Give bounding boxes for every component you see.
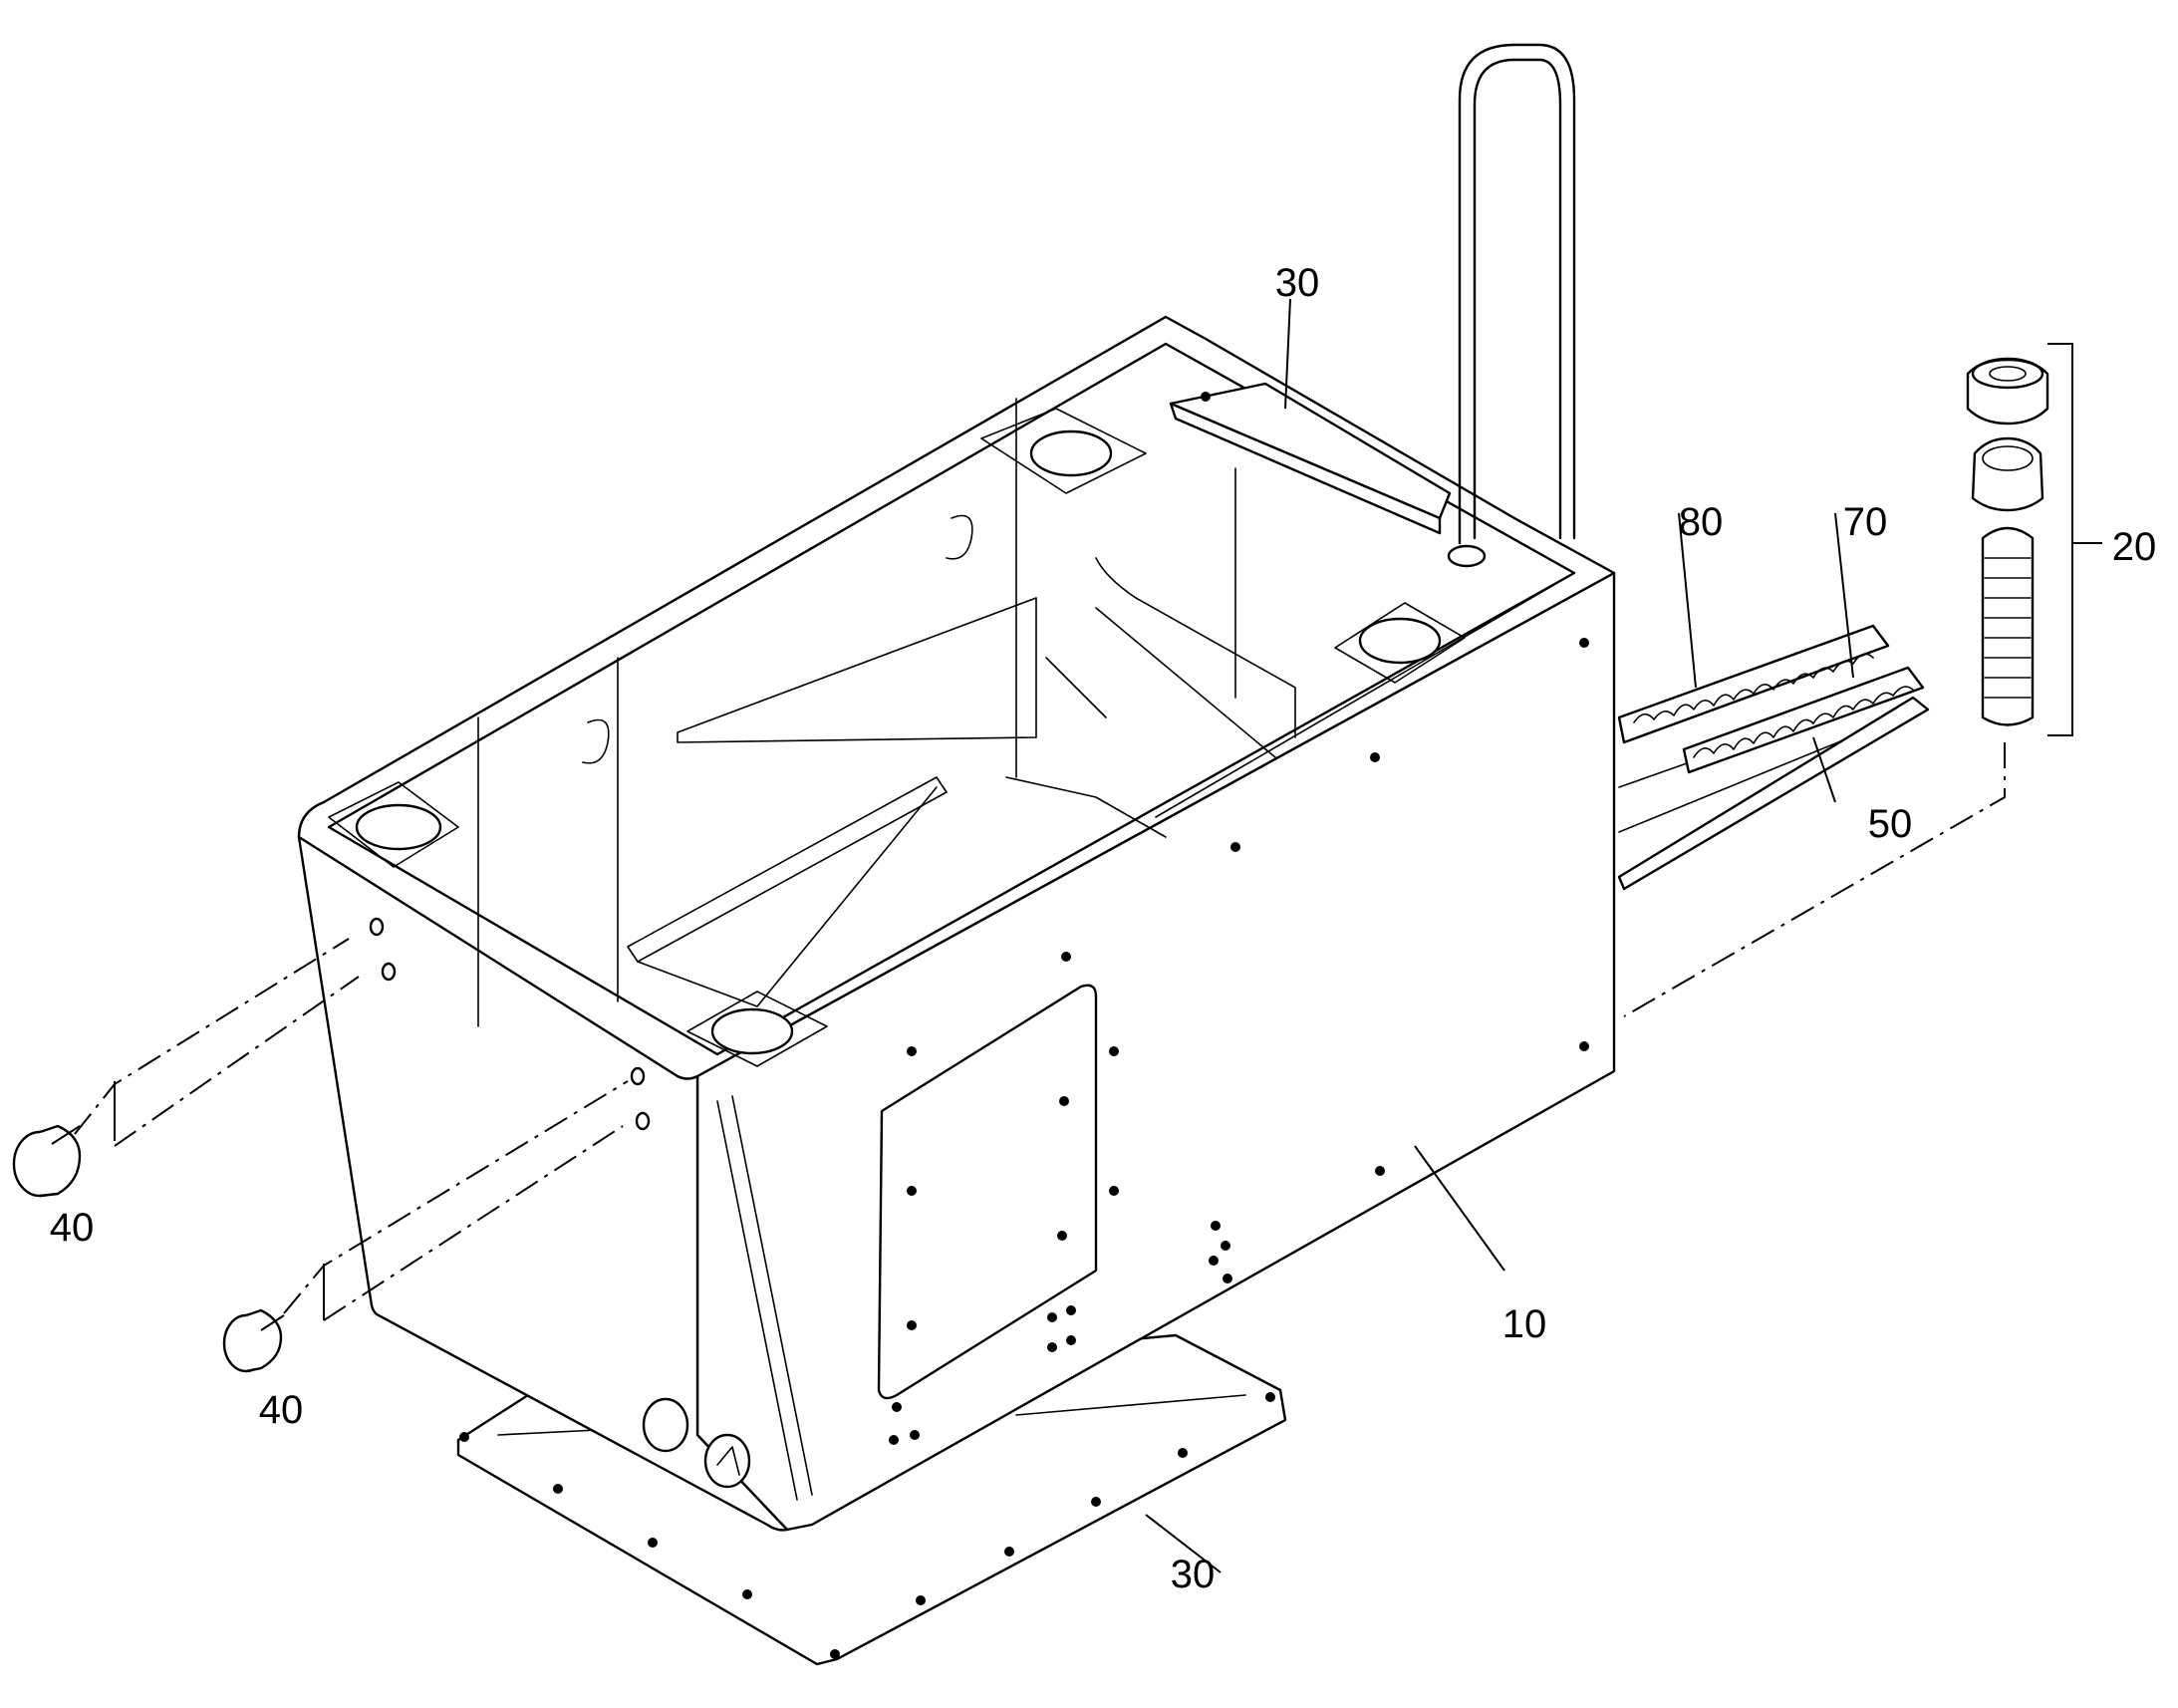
callout-30-bottom: 30 [1171,1553,1216,1596]
main-housing [297,315,1616,1532]
corner-mounts [328,408,1466,1067]
callout-50: 50 [1868,802,1913,846]
strip-70 [1618,666,1925,833]
plug-lower [222,1308,283,1373]
strip-50 [1617,696,1930,891]
panel-screws [889,638,1589,1445]
callout-70: 70 [1843,500,1888,544]
assembly-lines [74,742,2006,1321]
leader-lines [51,298,1854,1573]
top-cover-plate [1169,382,1452,535]
callout-40-upper: 40 [50,1206,95,1250]
plug-upper [12,1124,82,1198]
callout-20: 20 [2112,525,2157,569]
plate-screws [459,1392,1275,1659]
access-panel [877,984,1098,1400]
grab-handle [1447,43,1576,568]
callout-40-lower: 40 [259,1388,304,1432]
callout-30-top: 30 [1275,261,1320,305]
callout-10: 10 [1502,1302,1547,1346]
stud-kit [1966,343,2102,736]
callout-80: 80 [1679,500,1724,544]
callout-labels: 30 80 70 20 50 10 30 40 40 [50,261,2157,1596]
